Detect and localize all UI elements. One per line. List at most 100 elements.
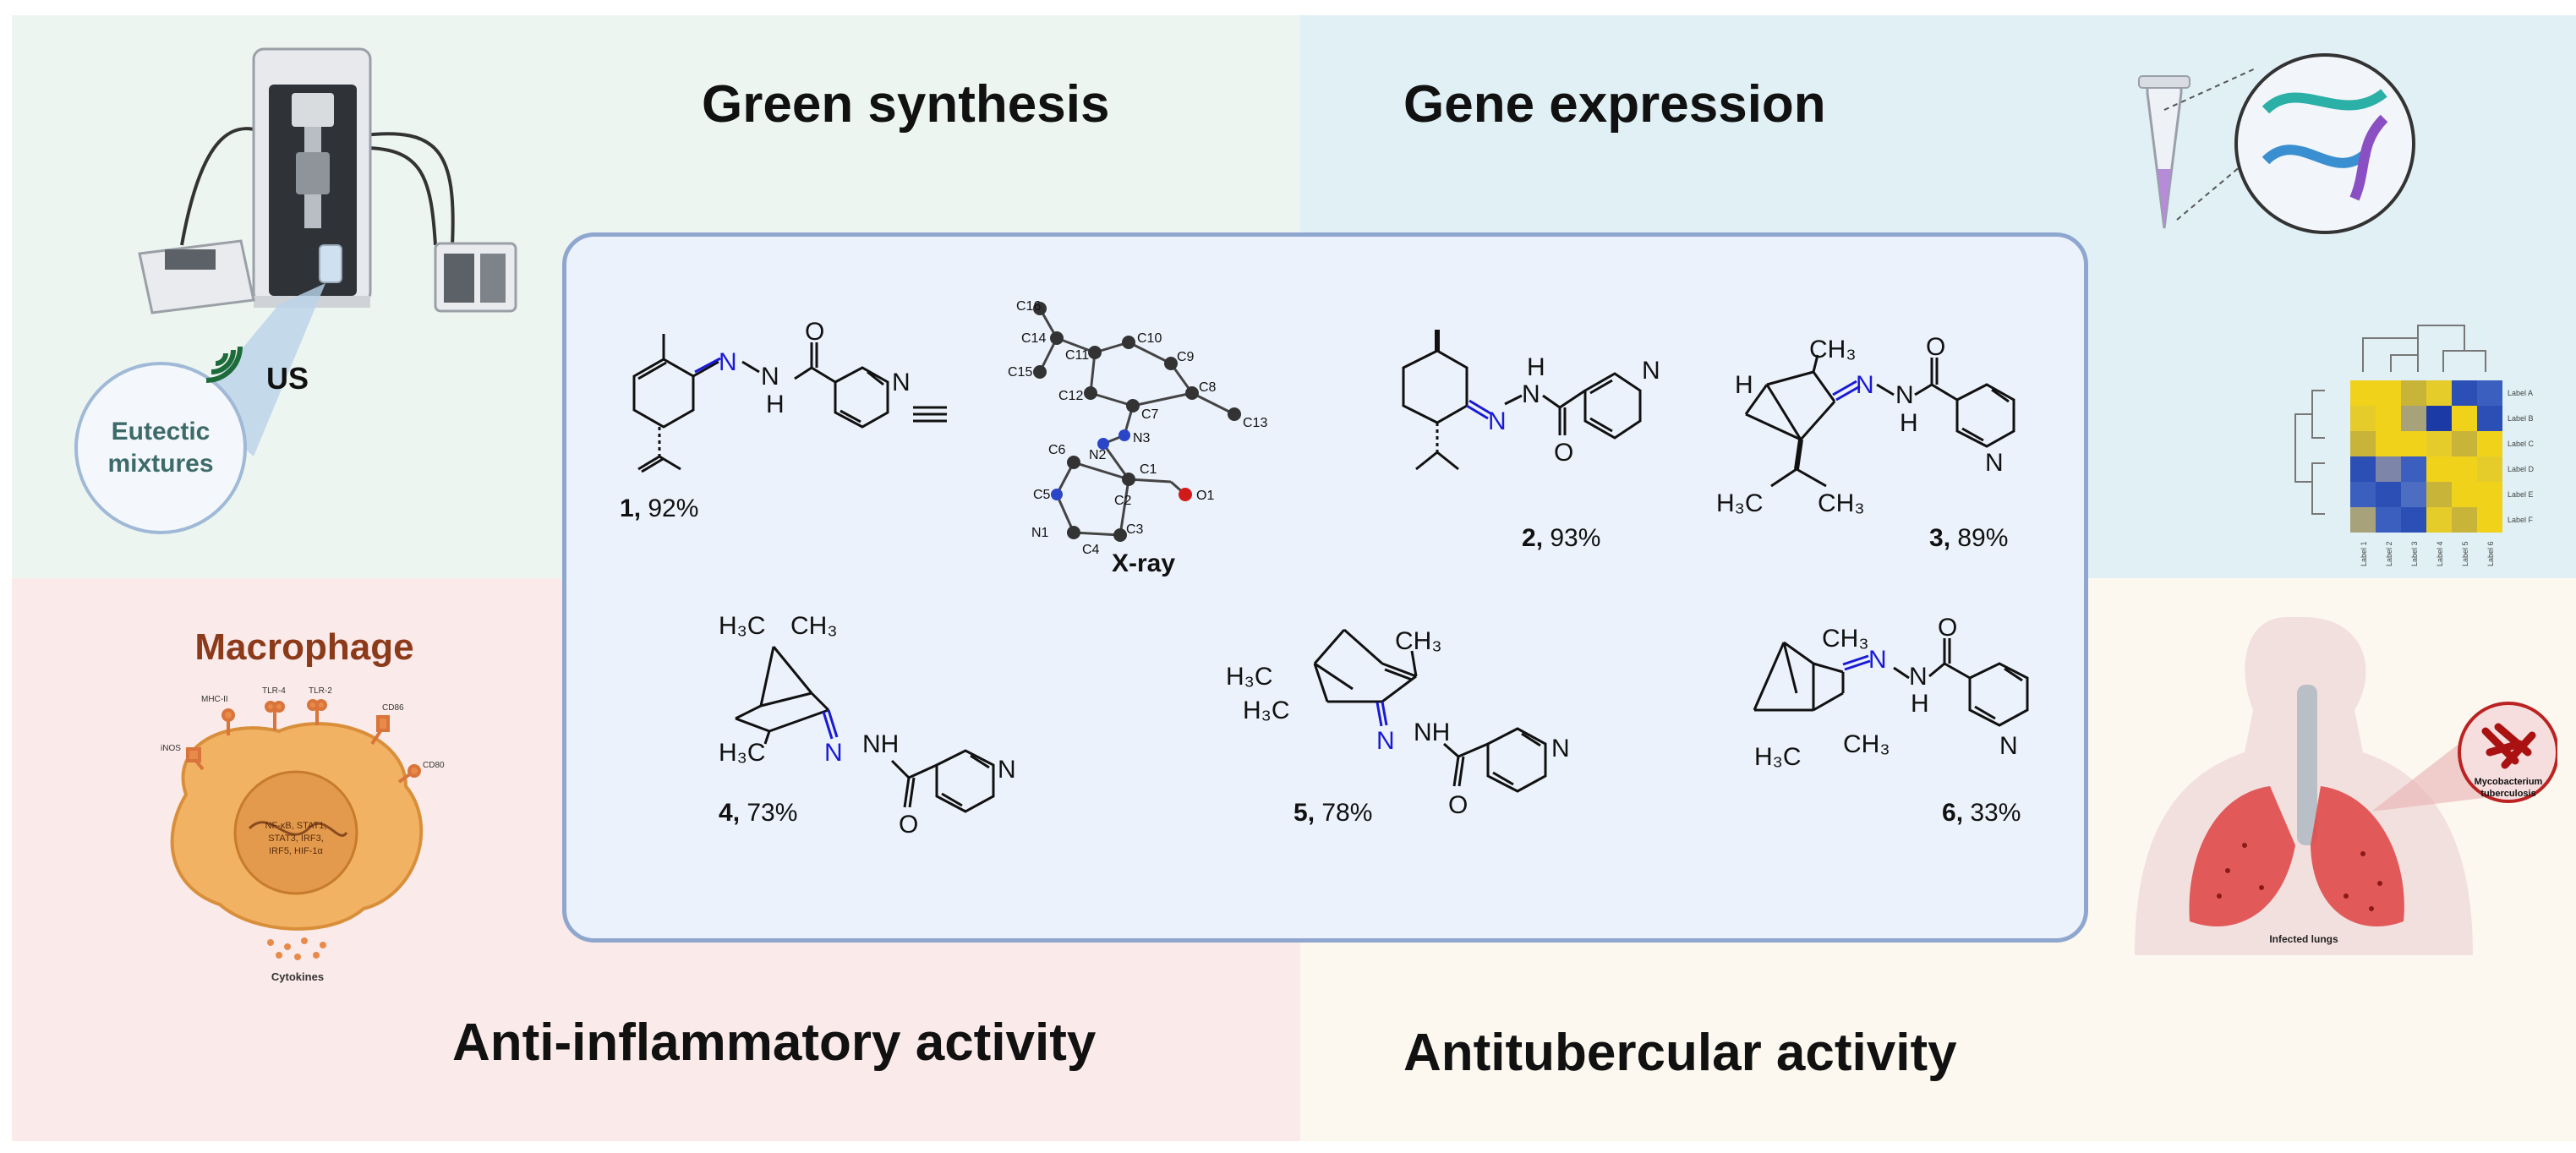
atom-label: H₃C bbox=[719, 612, 766, 640]
heatmap-col-label: Label 5 bbox=[2461, 541, 2469, 566]
atom-label: H₃C bbox=[1226, 663, 1273, 691]
atom-label: N bbox=[1551, 735, 1570, 762]
nucleus-text-line2: STAT3, IRF3, bbox=[268, 833, 324, 844]
atom-label: H bbox=[1735, 371, 1753, 399]
atom-label: H₃C bbox=[1243, 697, 1290, 724]
compound-1-structure: N N H O N bbox=[632, 321, 947, 473]
atom-label: N bbox=[1868, 646, 1887, 674]
macrophage-illustration: Macrophage NF-κB, STAT1, STAT3, IRF3, IR… bbox=[161, 626, 445, 983]
pathogen-label-line1: Mycobacterium bbox=[2475, 777, 2543, 787]
compound-2-label: 2, 93% bbox=[1522, 524, 1601, 552]
xray-atom-label: C8 bbox=[1199, 380, 1217, 395]
atom-label: N bbox=[998, 756, 1016, 784]
anti-inflammatory-title: Anti-inflammatory activity bbox=[452, 1014, 1097, 1072]
heatmap-row-label: Label B bbox=[2508, 414, 2534, 423]
atom-label: CH₃ bbox=[1809, 336, 1857, 363]
infected-lungs-illustration: Mycobacterium tuberculosis Infected lung… bbox=[2135, 617, 2557, 955]
nucleus-text-line3: IRF5, HIF-1α bbox=[269, 846, 323, 856]
xray-atom-label: C1 bbox=[1140, 462, 1157, 477]
atom-label: H₃C bbox=[719, 739, 766, 767]
atom-label: O bbox=[899, 811, 918, 839]
cytokines-label: Cytokines bbox=[271, 970, 324, 983]
heatmap-col-label: Label 3 bbox=[2410, 541, 2419, 566]
atom-label: O bbox=[1926, 334, 1945, 361]
heatmap-row-label: Label A bbox=[2508, 389, 2533, 397]
xray-label: X-ray bbox=[1112, 549, 1176, 577]
atom-label: N bbox=[1522, 380, 1540, 408]
atom-label: CH₃ bbox=[790, 612, 838, 640]
xray-atom-label: C2 bbox=[1114, 494, 1132, 508]
xray-atom-label: C7 bbox=[1141, 407, 1159, 422]
atom-label: N bbox=[824, 739, 843, 767]
atom-label: N bbox=[1895, 381, 1914, 409]
atom-label: H₃C bbox=[1754, 743, 1802, 771]
atom-label: N bbox=[1376, 727, 1395, 755]
atom-label: N bbox=[1999, 732, 2018, 760]
infected-lungs-caption: Infected lungs bbox=[2269, 933, 2338, 945]
xray-atom-label: C16 bbox=[1016, 299, 1041, 314]
us-label: US bbox=[266, 361, 309, 396]
xray-atom-label: C9 bbox=[1177, 350, 1195, 364]
tube-and-dna-illustration bbox=[2138, 53, 2415, 234]
heatmap-row-label: Label F bbox=[2508, 516, 2534, 524]
compound-3-structure: N N H O N H CH₃ H₃C CH₃ bbox=[1716, 334, 2015, 517]
compound-5-label: 5, 78% bbox=[1293, 799, 1373, 827]
compound-1-label: 1, 92% bbox=[620, 495, 699, 522]
atom-label: H bbox=[1527, 353, 1545, 381]
atom-label: O bbox=[1448, 791, 1468, 819]
atom-label: N bbox=[1856, 371, 1874, 399]
antitubercular-title: Antitubercular activity bbox=[1403, 1024, 1957, 1082]
xray-atom-label: C13 bbox=[1243, 416, 1267, 430]
atom-label: H bbox=[1900, 409, 1918, 437]
xray-atom-label: C12 bbox=[1058, 389, 1083, 403]
gene-heatmap: Label A Label B Label C Label D Label E … bbox=[2294, 325, 2535, 566]
atom-label: CH₃ bbox=[1395, 627, 1442, 655]
ultrasound-apparatus: Eutectic mixtures US bbox=[74, 47, 517, 534]
receptor-label: TLR-4 bbox=[262, 686, 286, 696]
atom-label: N bbox=[1909, 663, 1928, 691]
xray-atom-label: N1 bbox=[1031, 526, 1049, 540]
xray-atom-label: O1 bbox=[1196, 489, 1214, 503]
atom-label: CH₃ bbox=[1822, 625, 1869, 653]
green-synthesis-title: Green synthesis bbox=[702, 75, 1110, 134]
atom-label: N bbox=[1642, 357, 1660, 385]
heatmap-cells bbox=[2350, 380, 2502, 533]
atom-label: H bbox=[1911, 690, 1929, 718]
atom-label: CH₃ bbox=[1843, 730, 1890, 758]
compound-6-structure: N N H O N CH₃ H₃C CH₃ bbox=[1753, 617, 2029, 771]
compound-2-structure: N N H O N bbox=[1402, 330, 1660, 471]
xray-atom-label: N3 bbox=[1133, 431, 1151, 445]
atom-label: NH bbox=[862, 730, 899, 758]
xray-atom-label: C10 bbox=[1137, 331, 1162, 346]
receptor-label: iNOS bbox=[161, 744, 181, 753]
heatmap-col-label: Label 1 bbox=[2360, 541, 2368, 566]
atom-label: N bbox=[1985, 449, 2004, 477]
atom-label: N bbox=[761, 363, 779, 391]
heatmap-row-label: Label D bbox=[2508, 465, 2535, 473]
xray-atom-label: C5 bbox=[1033, 488, 1051, 502]
xray-atom-label: C6 bbox=[1048, 443, 1066, 457]
xray-atom-label: C3 bbox=[1126, 522, 1144, 537]
receptor-label: TLR-2 bbox=[309, 686, 332, 696]
xray-atom-label: C15 bbox=[1008, 365, 1032, 380]
pathogen-label-line2: tuberculosis bbox=[2480, 789, 2535, 799]
atom-label: H₃C bbox=[1716, 489, 1764, 517]
compound-4-label: 4, 73% bbox=[719, 799, 798, 827]
heatmap-row-label: Label C bbox=[2508, 440, 2535, 448]
eutectic-label-line1: Eutectic bbox=[112, 418, 211, 445]
receptor-label: CD80 bbox=[423, 761, 445, 770]
compound-6-label: 6, 33% bbox=[1942, 799, 2021, 827]
gene-expression-title: Gene expression bbox=[1403, 75, 1826, 134]
xray-atom-label: C4 bbox=[1082, 543, 1100, 557]
atom-label: N bbox=[1488, 407, 1507, 435]
receptor-label: CD86 bbox=[382, 703, 404, 713]
heatmap-col-label: Label 2 bbox=[2385, 541, 2393, 566]
atom-label: O bbox=[1938, 617, 1957, 642]
nucleus-text-line1: NF-κB, STAT1, bbox=[265, 821, 327, 831]
heatmap-col-label: Label 6 bbox=[2486, 541, 2495, 566]
atom-label: O bbox=[1554, 439, 1573, 467]
xray-atom-label: C14 bbox=[1021, 331, 1046, 346]
heatmap-row-label: Label E bbox=[2508, 490, 2534, 499]
ultrasound-waves-icon bbox=[205, 346, 243, 383]
atom-label: O bbox=[805, 321, 824, 346]
